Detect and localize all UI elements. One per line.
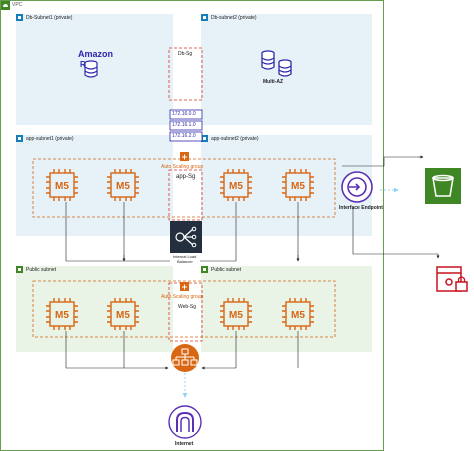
app1-badge: [16, 135, 23, 142]
internet-label: Internet: [175, 441, 194, 447]
lb-label-line1: Internal Load: [173, 254, 197, 259]
multi-az-label: Multi-AZ: [263, 79, 283, 85]
svg-text:M5: M5: [291, 310, 305, 321]
db-security-group: [168, 47, 203, 101]
app-sg-label: app-Sg: [176, 174, 196, 180]
svg-text:M5: M5: [116, 310, 130, 321]
internet-gateway-icon: [168, 405, 202, 439]
load-balancer-icon: [170, 221, 202, 253]
pub2-badge: [201, 266, 208, 273]
db1-badge: [16, 14, 23, 21]
public-subnet1-label: Public subnet: [26, 267, 57, 273]
public-subnet2-label: Public subnet: [211, 267, 242, 273]
cidr-box: [169, 120, 203, 131]
autoscaling-icon: [180, 152, 189, 161]
cidr-box: [169, 109, 203, 120]
pub1-badge: [16, 266, 23, 273]
m5-instance-icon: M5: [45, 297, 79, 331]
db-sg-label: Db-Sg: [178, 51, 193, 57]
app-asg-label: Auto Scaling group: [161, 164, 204, 170]
m5-instance-icon: M5: [219, 168, 253, 202]
app-subnet1: [16, 135, 173, 236]
nat-gateway-icon: [171, 344, 199, 372]
svg-text:M5: M5: [291, 181, 305, 192]
interface-endpoint-icon: [341, 171, 373, 203]
m5-instance-icon: M5: [281, 297, 315, 331]
cidr-label: 172.16.0.0: [172, 111, 196, 117]
web-security-group: [168, 282, 203, 342]
public-subnet1: [16, 266, 173, 352]
secrets-manager-icon: [436, 266, 468, 292]
web-asg-label: Auto Scaling group: [161, 294, 204, 300]
s3-bucket-icon: [425, 168, 461, 204]
db2-badge: [201, 14, 208, 21]
svg-text:M5: M5: [116, 181, 130, 192]
app-security-group: [168, 169, 203, 221]
app2-badge: [201, 135, 208, 142]
svg-text:M5: M5: [229, 181, 243, 192]
interface-endpoint-label: Interface Endpoint: [339, 205, 383, 211]
db-subnet1-label: Db-Subnet1 (private): [26, 15, 73, 21]
cidr-label: 172.16.2.0: [172, 133, 196, 139]
vpc-label: VPC: [12, 2, 23, 8]
cidr-label: 172.16.1.0: [172, 122, 196, 128]
multi-az-icon: [261, 50, 292, 77]
web-sg-label: Web-Sg: [178, 304, 196, 310]
svg-text:M5: M5: [55, 310, 69, 321]
lb-label-line2: Balancer: [177, 259, 193, 264]
app-subnet1-label: app-subnet1 (private): [26, 136, 74, 142]
m5-instance-icon: M5: [219, 297, 253, 331]
m5-instance-icon: M5: [106, 168, 140, 202]
web-autoscaling-group: [32, 280, 336, 338]
svg-text:M5: M5: [55, 181, 69, 192]
svg-text:Amazon: Amazon: [78, 49, 113, 59]
autoscaling-icon: [180, 282, 189, 291]
m5-instance-icon: M5: [106, 297, 140, 331]
m5-instance-icon: M5: [45, 168, 79, 202]
rds-icon: Amazon RDS: [78, 49, 113, 78]
cidr-box: [169, 131, 203, 142]
svg-text:M5: M5: [229, 310, 243, 321]
app-subnet2-label: app-subnet2 (private): [211, 136, 259, 142]
db-subnet2-label: Db-subnet2 (private): [211, 15, 257, 21]
m5-instance-icon: M5: [281, 168, 315, 202]
